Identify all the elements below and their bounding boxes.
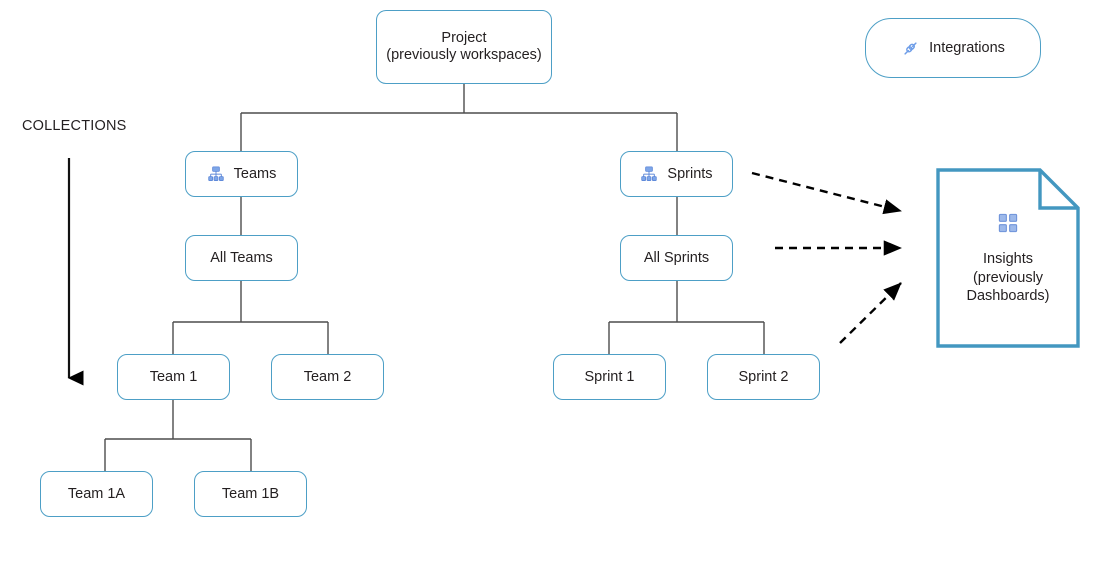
node-teams[interactable]: Teams (185, 151, 298, 197)
node-team-1a-label: Team 1A (67, 485, 126, 502)
node-integrations[interactable]: Integrations (865, 18, 1041, 78)
sitemap-hierarchy-icon (640, 165, 658, 183)
node-team-1b[interactable]: Team 1B (194, 471, 307, 517)
node-sprint-2-label: Sprint 2 (738, 368, 789, 385)
node-sprints-label: Sprints (667, 165, 713, 182)
sitemap-hierarchy-icon (207, 165, 225, 183)
node-insights-label: Insights (previously Dashboards) (966, 251, 1050, 304)
node-sprint-1-label: Sprint 1 (584, 368, 635, 385)
node-team-1a[interactable]: Team 1A (40, 471, 153, 517)
node-all-sprints-label: All Sprints (643, 249, 710, 266)
node-sprint-2[interactable]: Sprint 2 (707, 354, 820, 400)
node-project[interactable]: Project (previously workspaces) (376, 10, 552, 84)
node-integrations-label: Integrations (929, 39, 1005, 56)
node-sprints[interactable]: Sprints (620, 151, 733, 197)
node-all-teams[interactable]: All Teams (185, 235, 298, 281)
node-team-1-label: Team 1 (149, 368, 198, 385)
edge-sprints-to-insights-dashed (751, 171, 902, 215)
collections-axis-label: COLLECTIONS (22, 118, 127, 134)
plug-connector-icon (901, 39, 920, 58)
node-team-2[interactable]: Team 2 (271, 354, 384, 400)
edge-sprint2-to-insights-dashed (839, 282, 902, 344)
node-team-1[interactable]: Team 1 (117, 354, 230, 400)
node-team-2-label: Team 2 (303, 368, 352, 385)
grid-dashboard-icon (997, 212, 1019, 234)
node-team-1b-label: Team 1B (221, 485, 280, 502)
node-teams-label: Teams (233, 165, 277, 182)
insights-document-shape (936, 168, 1080, 348)
node-insights[interactable]: Insights (previously Dashboards) (936, 168, 1080, 348)
node-project-label: Project (previously workspaces) (386, 30, 542, 63)
node-sprint-1[interactable]: Sprint 1 (553, 354, 666, 400)
node-all-sprints[interactable]: All Sprints (620, 235, 733, 281)
node-all-teams-label: All Teams (210, 249, 273, 266)
